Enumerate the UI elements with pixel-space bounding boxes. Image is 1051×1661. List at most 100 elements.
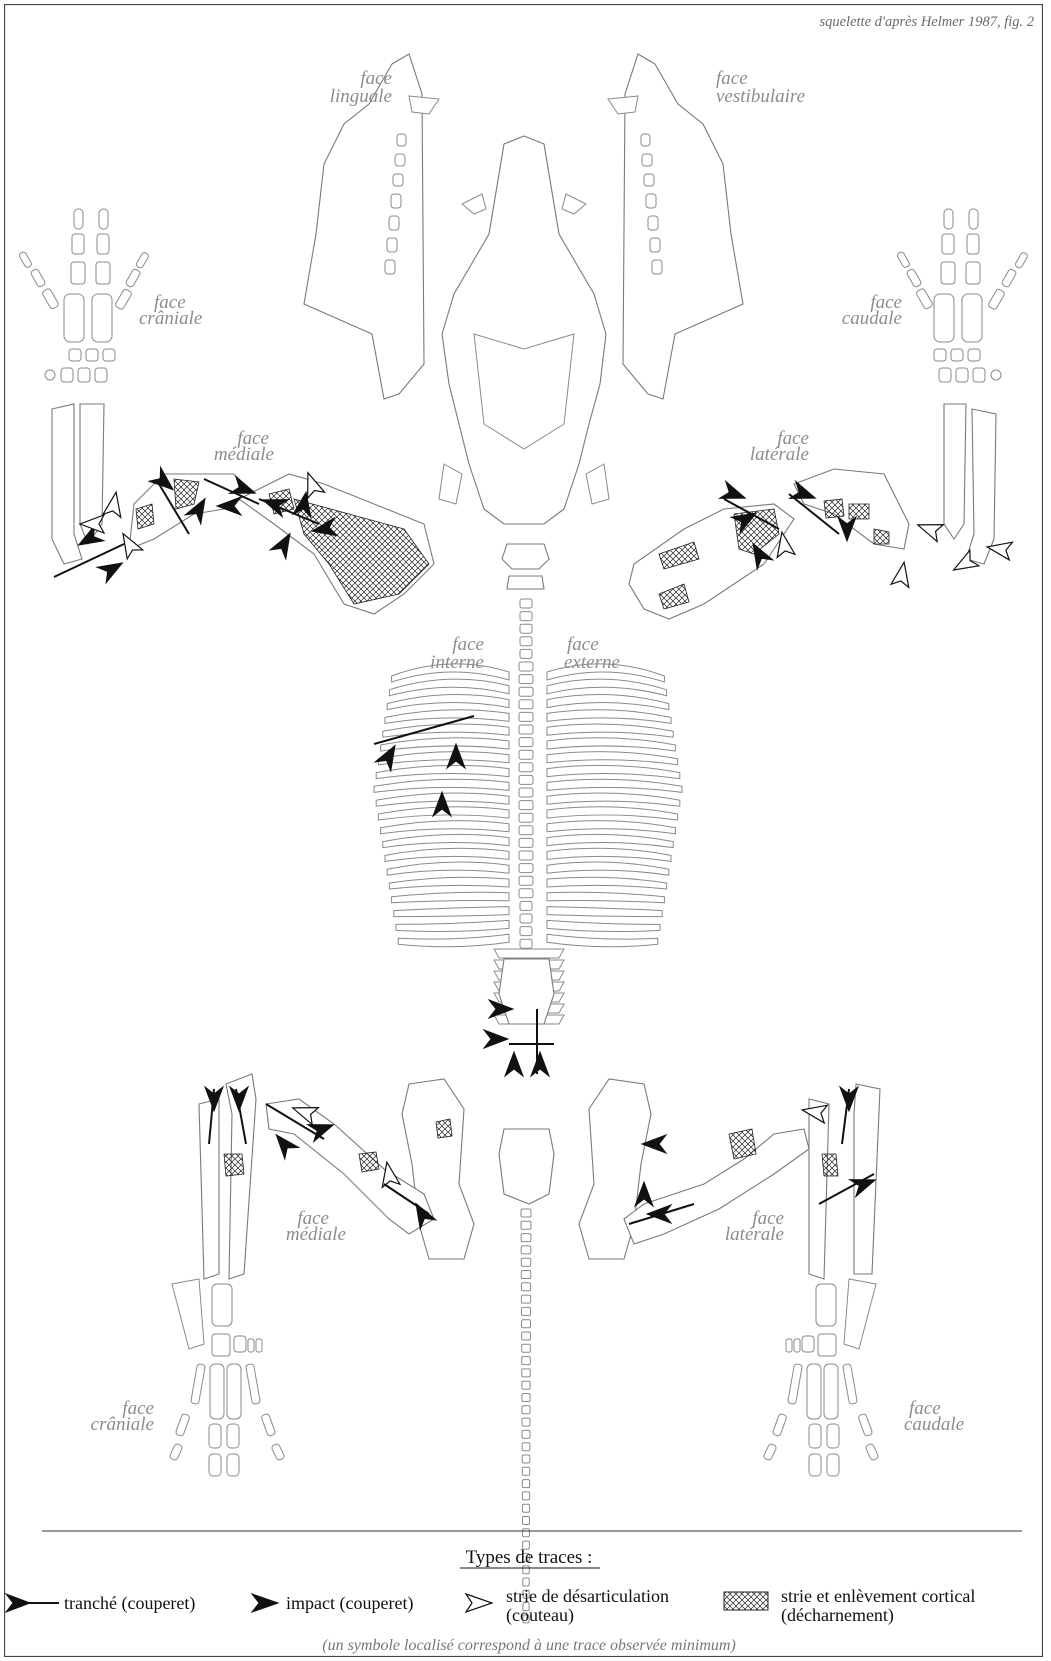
legend-item-impact: impact (couperet)	[252, 1593, 413, 1614]
tail-vertebra	[522, 1394, 530, 1402]
tail-vertebra	[522, 1492, 529, 1500]
vertebra	[519, 788, 533, 797]
rib	[547, 779, 682, 792]
rib	[385, 848, 509, 861]
vertebra	[519, 826, 533, 835]
skeleton-diagram: squelette d'après Helmer 1987, fig. 2	[4, 4, 1043, 1657]
figure-credit: squelette d'après Helmer 1987, fig. 2	[819, 14, 1034, 30]
skull	[439, 136, 609, 524]
tail-vertebra	[522, 1504, 529, 1512]
hindfoot-left	[169, 1279, 285, 1476]
hindfoot-right	[763, 1279, 879, 1476]
vertebra	[519, 725, 533, 734]
tail-vertebra	[522, 1381, 530, 1389]
tail-vertebra	[522, 1480, 529, 1488]
rib	[381, 821, 509, 834]
tail-vertebra	[521, 1234, 531, 1242]
rib	[387, 862, 509, 875]
ribs-right	[547, 664, 682, 947]
rib	[547, 694, 669, 709]
vertebra	[520, 901, 532, 910]
tail-vertebra	[522, 1406, 530, 1414]
legend-label-strie-2: (couteau)	[506, 1605, 574, 1626]
legend-label-hatch-2: (décharnement)	[781, 1605, 894, 1626]
tail-vertebra	[522, 1320, 531, 1328]
rib	[547, 877, 667, 889]
vertebra	[519, 889, 533, 898]
rib	[547, 765, 680, 778]
vertebra	[519, 738, 533, 747]
legend-title: Types de traces :	[466, 1547, 593, 1568]
vertebra	[519, 813, 533, 822]
rib	[374, 779, 509, 792]
rib	[392, 892, 509, 903]
label-forefoot-right: facecaudale	[842, 292, 902, 329]
vertebra	[520, 914, 532, 923]
vertebra	[519, 838, 533, 847]
rib	[547, 834, 673, 847]
legend-item-tranche: tranché (couperet)	[6, 1593, 195, 1614]
lumbar-vertebra	[494, 949, 564, 958]
tail-vertebra	[521, 1246, 531, 1254]
forefoot-right	[896, 209, 1028, 382]
legend-label-strie: strie de désarticulation	[506, 1586, 669, 1606]
rib	[547, 934, 658, 947]
rib	[547, 724, 673, 737]
rib	[376, 765, 509, 778]
legend-note: (un symbole localisé correspond à une tr…	[322, 1637, 736, 1654]
rib	[383, 834, 509, 847]
tail-vertebra	[521, 1221, 531, 1229]
rib	[389, 679, 509, 696]
tail-vertebra	[523, 1529, 530, 1537]
legend-item-strie: strie de désarticulation (couteau)	[466, 1586, 669, 1626]
rib	[547, 907, 662, 917]
vertebra	[519, 801, 533, 810]
vertebra	[519, 851, 533, 860]
tail-vertebra	[522, 1430, 530, 1438]
tail-vertebra	[522, 1344, 531, 1352]
vertebra	[519, 864, 533, 873]
rib	[547, 793, 680, 806]
label-hindleg-right: facelatérale	[725, 1208, 784, 1245]
rib	[547, 710, 671, 724]
vertebra	[519, 662, 533, 671]
tail-vertebra	[521, 1271, 530, 1279]
vertebra	[520, 612, 532, 621]
tail-vertebra	[522, 1455, 530, 1463]
tail-vertebra	[521, 1209, 531, 1217]
rib	[547, 807, 678, 820]
vertebra	[520, 599, 532, 608]
hindleg-right	[624, 1084, 880, 1279]
legend-item-hatch: strie et enlèvement cortical (décharneme…	[724, 1586, 975, 1626]
tail-vertebra	[521, 1258, 531, 1266]
rib	[387, 694, 509, 709]
rib	[547, 920, 660, 931]
tail-vertebra	[522, 1443, 530, 1451]
tail-vertebra	[522, 1332, 531, 1340]
label-foreleg-left: facemédiale	[214, 428, 274, 465]
foreleg-right	[629, 404, 996, 619]
vertebra	[520, 927, 532, 936]
rib	[547, 821, 675, 834]
rib	[381, 738, 509, 751]
rib	[547, 848, 671, 861]
rib	[398, 934, 509, 947]
vertebra	[519, 876, 533, 885]
tail-vertebra	[521, 1295, 530, 1303]
tail-vertebra	[523, 1578, 529, 1586]
legend-label-tranche: tranché (couperet)	[64, 1593, 195, 1614]
legend: Types de traces : tranché (couperet) imp…	[6, 1531, 1022, 1654]
rib	[396, 920, 509, 931]
tail-vertebra	[522, 1467, 529, 1475]
rib	[547, 738, 675, 751]
rib	[394, 907, 509, 917]
rib	[378, 752, 509, 765]
tail-vertebra	[523, 1517, 530, 1525]
rib	[547, 892, 664, 903]
